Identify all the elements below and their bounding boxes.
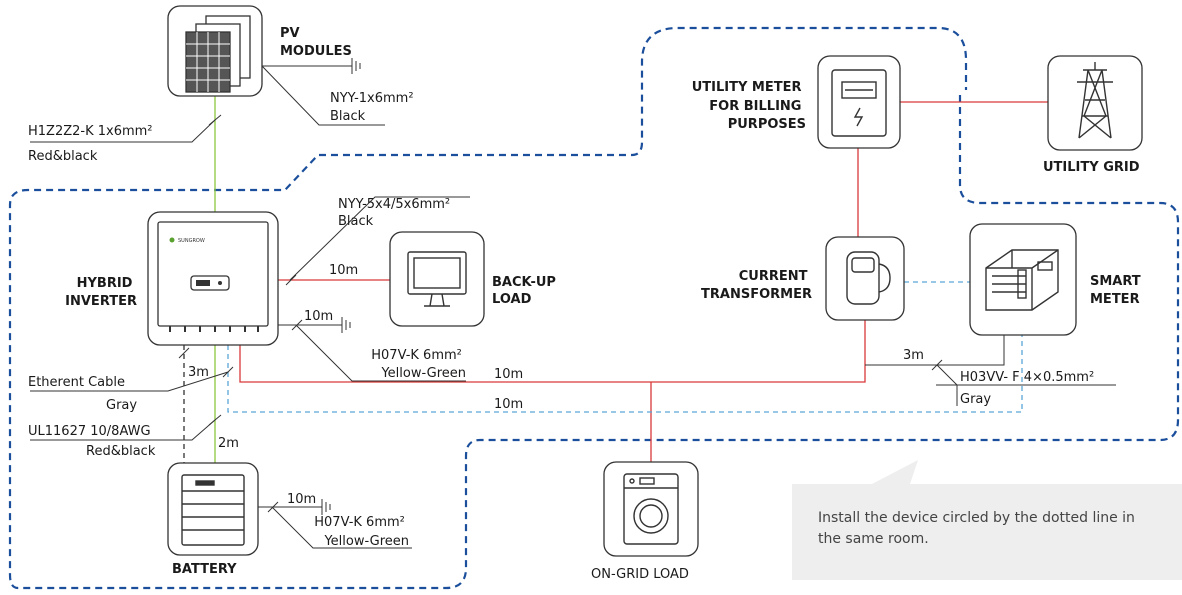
battery-ground-tick — [267, 501, 279, 513]
backup-tick — [285, 274, 297, 286]
same-room-boundary-left — [8, 26, 968, 590]
utility-grid-box — [1047, 55, 1143, 151]
note-pointer — [872, 460, 918, 484]
smart-meter-icon — [985, 249, 1059, 311]
battery-ground-label-leader — [271, 506, 412, 549]
washing-machine-icon — [623, 473, 679, 545]
battery-ground-cable-label: H07V-K 6mm² Yellow-Green — [314, 515, 409, 549]
grid-line-length-label: 10m — [494, 367, 523, 382]
pv-modules-label: PV MODULES — [280, 26, 352, 59]
battery-leader — [30, 419, 216, 441]
utility-grid-label: UTILITY GRID — [1043, 160, 1140, 175]
pv-ground-icon — [351, 58, 361, 74]
smartmeter-lead — [865, 335, 1005, 366]
pv-ground-leader — [261, 65, 385, 126]
same-room-boundary-right — [18, 95, 1180, 590]
current-transformer-box — [825, 236, 905, 321]
smart-meter-box — [969, 223, 1077, 336]
note-callout: Install the device circled by the dotted… — [792, 484, 1182, 580]
pv-dc-tick — [208, 114, 222, 126]
battery-label: BATTERY — [172, 562, 237, 577]
utility-meter-label: UTILITY METER FOR BILLING PURPOSES — [692, 80, 806, 132]
inverter-ground-cable-label: H07V-K 6mm² Yellow-Green — [371, 348, 466, 381]
comm-line-length-label: 10m — [494, 397, 523, 412]
ethernet-upper-tick — [178, 347, 190, 359]
pv-ground-cable-label: NYY-1x6mm² Black — [330, 91, 418, 124]
hybrid-inverter-label: HYBRID INVERTER — [65, 276, 137, 309]
pv-dc-leader — [30, 119, 216, 143]
ongrid-load-label: ON-GRID LOAD — [591, 567, 689, 582]
pv-dc-cable-label: H1Z2Z2-K 1x6mm² Red&black — [28, 124, 157, 164]
current-transformer-label: CURRENT TRANSFORMER — [701, 269, 812, 302]
ongrid-load-box — [603, 461, 699, 557]
backup-length-label: 10m — [329, 263, 358, 278]
backup-cable-label: NYY-5x4/5x6mm² Black — [338, 197, 454, 229]
transmission-tower-icon — [1077, 62, 1113, 139]
backup-load-label: BACK-UP LOAD — [492, 275, 560, 307]
meter-ct-length-label: 3m — [903, 348, 924, 363]
inverter-ground-label-leader — [295, 324, 466, 382]
inverter-to-smartmeter-comm — [227, 335, 1023, 413]
grid-ac-cable — [239, 320, 866, 383]
smart-meter-label: SMART METER — [1090, 274, 1145, 307]
utility-meter-icon — [831, 69, 887, 137]
battery-tick — [208, 414, 222, 426]
monitor-icon — [407, 251, 467, 307]
battery-cable-label: UL11627 10/8AWG Red&black — [28, 424, 156, 459]
battery-box — [167, 462, 259, 556]
current-transformer-icon — [846, 251, 891, 305]
battery-ground-icon — [321, 499, 331, 515]
inverter-ground-tick — [291, 319, 303, 331]
ethernet-length-label: 3m — [188, 365, 209, 380]
ethernet-tick — [222, 366, 234, 378]
battery-length-label: 2m — [218, 436, 239, 451]
backup-load-box — [389, 231, 485, 327]
battery-ground-length-label: 10m — [287, 492, 316, 507]
note-text: Install the device circled by the dotted… — [818, 510, 1135, 547]
meter-comm-cable-label: H03VV- F 4×0.5mm² Gray — [960, 370, 1098, 407]
inverter-ground-length-label: 10m — [304, 309, 333, 324]
ethernet-cable-label: Etherent Cable Gray — [28, 375, 137, 413]
utility-meter-box — [817, 55, 901, 149]
ethernet-leader — [30, 371, 229, 392]
meter-comm-tick — [931, 359, 943, 371]
inverter-brand-text: SUNGROW — [178, 238, 205, 244]
backup-leader — [289, 196, 470, 281]
battery-icon — [181, 474, 245, 546]
inverter-ground-icon — [341, 317, 351, 333]
inverter-icon — [157, 221, 269, 332]
solar-panel-icon — [185, 15, 251, 93]
